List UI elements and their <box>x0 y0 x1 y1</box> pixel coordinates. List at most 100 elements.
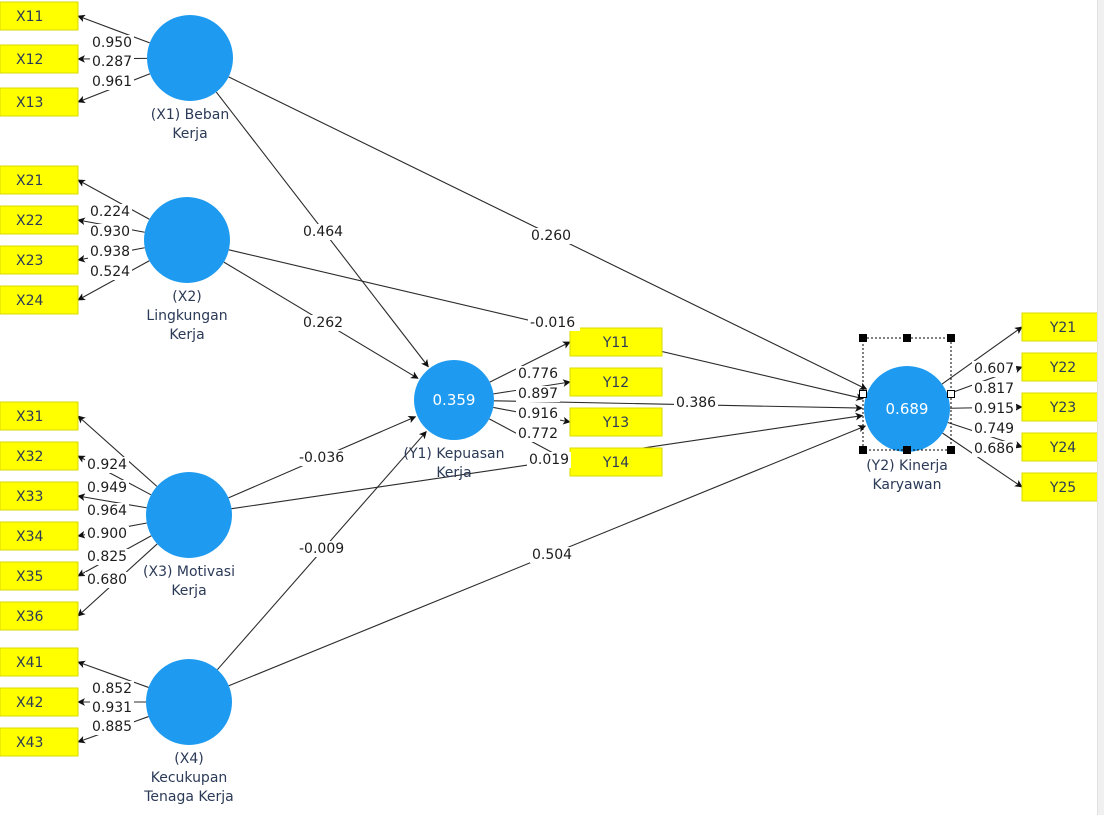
resize-handle-6[interactable] <box>903 446 911 454</box>
indicator-X43[interactable]: X43 <box>0 727 79 757</box>
latent-circle-X1[interactable] <box>147 15 233 101</box>
indicator-Y14[interactable]: Y14 <box>569 447 663 477</box>
resize-handle-3[interactable] <box>859 390 867 398</box>
resize-handle-7[interactable] <box>947 446 955 454</box>
indicator-box-X43[interactable] <box>0 727 79 757</box>
indicator-Y21[interactable]: Y21 <box>1021 312 1104 342</box>
indicator-X22[interactable]: X22 <box>0 205 79 235</box>
indicator-Y22[interactable]: Y22 <box>1021 352 1104 382</box>
latent-circle-X2[interactable] <box>144 197 230 283</box>
indicator-Y11[interactable]: Y11 <box>569 327 663 357</box>
indicator-box-X35[interactable] <box>0 561 79 591</box>
indicator-box-X24[interactable] <box>0 285 79 315</box>
indicator-X36[interactable]: X36 <box>0 601 79 631</box>
indicator-Y25[interactable]: Y25 <box>1021 472 1104 502</box>
indicator-X42[interactable]: X42 <box>0 687 79 717</box>
indicator-X35[interactable]: X35 <box>0 561 79 591</box>
indicator-layer[interactable]: X11X12X13X21X22X23X24X31X32X33X34X35X36X… <box>0 1 1104 757</box>
loading-coefficient-X2-X23: 0.938 <box>88 244 132 260</box>
indicator-Y13[interactable]: Y13 <box>569 407 663 437</box>
indicator-box-X11[interactable] <box>0 1 79 31</box>
indicator-label-X11: X11 <box>16 9 43 25</box>
indicator-box-X23[interactable] <box>0 245 79 275</box>
latent-circle-X4[interactable] <box>146 659 232 745</box>
indicator-X23[interactable]: X23 <box>0 245 79 275</box>
indicator-box-Y25[interactable] <box>1021 472 1104 502</box>
measurement-path-Y2-Y21[interactable] <box>941 326 1023 385</box>
indicator-box-Y22[interactable] <box>1021 352 1104 382</box>
measurement-path-X3-X31[interactable] <box>77 415 158 487</box>
indicator-box-X12[interactable] <box>0 44 79 74</box>
selection-handles[interactable] <box>859 334 955 454</box>
indicator-label-Y25: Y25 <box>1049 480 1076 496</box>
indicator-box-Y11[interactable] <box>569 327 663 357</box>
resize-handle-1[interactable] <box>903 334 911 342</box>
resize-handle-0[interactable] <box>859 334 867 342</box>
measurement-path-Y2-Y25[interactable] <box>942 432 1023 488</box>
indicator-X34[interactable]: X34 <box>0 521 79 551</box>
indicator-X32[interactable]: X32 <box>0 441 79 471</box>
coefficient-text: 0.924 <box>87 457 127 473</box>
measurement-path-X1-X11[interactable] <box>77 14 150 44</box>
indicator-box-X21[interactable] <box>0 165 79 195</box>
measurement-path-X2-X21[interactable] <box>77 179 150 220</box>
indicator-box-X31[interactable] <box>0 401 79 431</box>
coefficient-text: 0.900 <box>87 526 127 542</box>
indicator-box-Y23[interactable] <box>1021 392 1104 422</box>
indicator-X41[interactable]: X41 <box>0 647 79 677</box>
indicator-X24[interactable]: X24 <box>0 285 79 315</box>
indicator-Y12[interactable]: Y12 <box>569 367 663 397</box>
indicator-Y23[interactable]: Y23 <box>1021 392 1104 422</box>
indicator-X13[interactable]: X13 <box>0 87 79 117</box>
indicator-label-X43: X43 <box>16 735 43 751</box>
latent-circle-Y2[interactable] <box>864 366 950 452</box>
measurement-path-Y1-Y11[interactable] <box>489 341 571 383</box>
indicator-X33[interactable]: X33 <box>0 481 79 511</box>
indicator-box-Y13[interactable] <box>569 407 663 437</box>
coefficient-text: 0.680 <box>87 572 127 588</box>
indicator-X12[interactable]: X12 <box>0 44 79 74</box>
indicator-box-X41[interactable] <box>0 647 79 677</box>
indicator-box-Y21[interactable] <box>1021 312 1104 342</box>
indicator-box-X36[interactable] <box>0 601 79 631</box>
indicator-box-X42[interactable] <box>0 687 79 717</box>
indicator-label-X42: X42 <box>16 695 43 711</box>
indicator-box-X32[interactable] <box>0 441 79 471</box>
indicator-box-X13[interactable] <box>0 87 79 117</box>
resize-handle-4[interactable] <box>947 390 955 398</box>
measurement-path-X4-X41[interactable] <box>77 660 149 688</box>
indicator-label-X24: X24 <box>16 293 43 309</box>
coefficient-text: 0.897 <box>518 386 558 402</box>
coefficient-text: 0.504 <box>532 547 572 563</box>
indicator-X11[interactable]: X11 <box>0 1 79 31</box>
indicator-box-Y14[interactable] <box>569 447 663 477</box>
indicator-box-Y12[interactable] <box>569 367 663 397</box>
measurement-path-X3-X33[interactable] <box>77 493 147 509</box>
indicator-label-Y13: Y13 <box>602 415 629 431</box>
indicator-box-X33[interactable] <box>0 481 79 511</box>
resize-handle-2[interactable] <box>947 334 955 342</box>
coefficient-text: 0.686 <box>974 441 1014 457</box>
coefficient-text: 0.916 <box>518 406 558 422</box>
loading-coefficient-Y1-Y12: 0.897 <box>516 386 560 402</box>
indicator-box-X34[interactable] <box>0 521 79 551</box>
indicator-X21[interactable]: X21 <box>0 165 79 195</box>
indicator-box-X22[interactable] <box>0 205 79 235</box>
indicator-Y24[interactable]: Y24 <box>1021 432 1104 462</box>
latent-circle-Y1[interactable] <box>414 360 494 440</box>
latent-circle-X3[interactable] <box>146 472 232 558</box>
indicator-X31[interactable]: X31 <box>0 401 79 431</box>
measurement-path-X2-X24[interactable] <box>77 260 150 301</box>
indicator-box-Y24[interactable] <box>1021 432 1104 462</box>
resize-handle-5[interactable] <box>859 446 867 454</box>
latent-caption-X3: Kerja <box>171 583 206 599</box>
